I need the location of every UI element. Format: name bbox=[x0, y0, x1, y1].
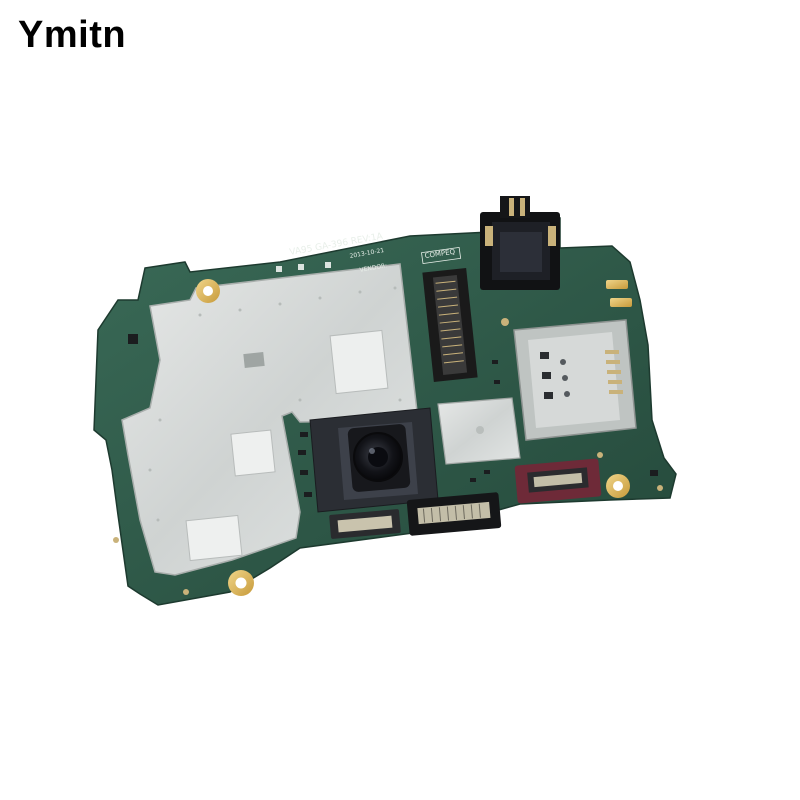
small-shield-chip bbox=[437, 397, 521, 465]
silkscreen-vendor: VENDOR: bbox=[359, 262, 388, 274]
mounting-hole-bottom-left bbox=[228, 570, 254, 596]
mounting-hole-top-left bbox=[196, 279, 220, 303]
mounting-hole-right bbox=[606, 474, 630, 498]
headphone-jack bbox=[480, 196, 560, 290]
bottom-connector-center bbox=[406, 492, 502, 536]
bottom-connector-left bbox=[329, 509, 401, 539]
brand-name: Ymitn bbox=[18, 14, 127, 56]
camera-module bbox=[309, 407, 439, 513]
vertical-connector bbox=[422, 268, 478, 382]
sim-card-slot bbox=[513, 319, 637, 441]
bottom-connector-right bbox=[514, 458, 602, 504]
